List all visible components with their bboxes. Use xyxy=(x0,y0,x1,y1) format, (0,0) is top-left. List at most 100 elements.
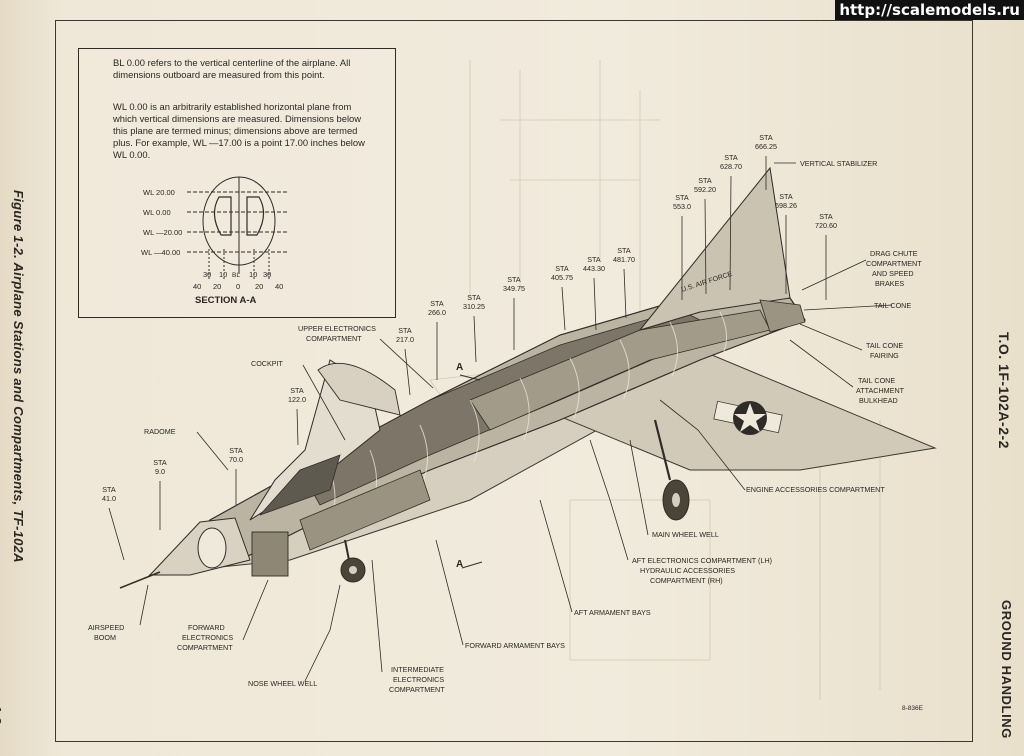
bl-tick-bottom-3: 0 xyxy=(236,282,240,291)
station-leader-line xyxy=(561,286,566,331)
intermediate-electronics-label-3: COMPARTMENT xyxy=(389,685,445,694)
station-value: 698.26 xyxy=(775,201,797,210)
station-leader-line xyxy=(473,315,477,363)
bl-tick-top-1: 30 xyxy=(203,270,211,279)
station-value: 666.25 xyxy=(755,142,777,151)
station-value: 217.0 xyxy=(396,335,414,344)
station-value: 70.0 xyxy=(229,455,243,464)
airspeed-boom-label-2: BOOM xyxy=(94,633,116,642)
main-wheel-well-label: MAIN WHEEL WELL xyxy=(652,530,719,539)
aft-electronics-label-1: AFT ELECTRONICS COMPARTMENT (LH) xyxy=(632,556,772,565)
leader-lines xyxy=(139,162,893,682)
section-marker-top: A xyxy=(456,362,463,373)
section-label: SECTION A-A xyxy=(195,295,257,306)
bl-note: BL 0.00 refers to the vertical centerlin… xyxy=(113,57,351,80)
intermediate-electronics-label-2: ELECTRONICS xyxy=(393,675,444,684)
wing-insignia xyxy=(713,400,783,435)
tail-cone-label: TAIL CONE xyxy=(874,301,911,310)
bl-tick-bottom-2: 20 xyxy=(213,282,221,291)
station-prefix: STA xyxy=(675,193,689,202)
drawing-code: 8-836E xyxy=(902,705,923,712)
tail-cone-fairing-label-1: TAIL CONE xyxy=(866,341,903,350)
station-prefix: STA xyxy=(724,153,738,162)
wl-label-0: WL 0.00 xyxy=(143,208,171,217)
forward-armament-label: FORWARD ARMAMENT BAYS xyxy=(465,641,565,650)
forward-electronics-box xyxy=(251,531,289,577)
background-blueprint xyxy=(429,60,881,700)
section-a-markers: A A xyxy=(456,362,483,570)
section-diagram: WL 20.00 WL 0.00 WL —20.00 WL —40.00 30 … xyxy=(141,176,289,306)
station-prefix: STA xyxy=(617,246,631,255)
drag-chute-label-1: DRAG CHUTE xyxy=(870,249,918,258)
drag-chute-label-4: BRAKES xyxy=(875,279,904,288)
tail-cone-bulkhead-label-2: ATTACHMENT xyxy=(856,386,905,395)
tail-cone-bulkhead-label-3: BULKHEAD xyxy=(859,396,898,405)
bl-tick-top-3: 10 xyxy=(249,270,257,279)
section-marker-bottom: A xyxy=(456,559,463,570)
cockpit-label: COCKPIT xyxy=(251,359,284,368)
station-leader-line xyxy=(404,348,411,396)
wl-label-20: WL 20.00 xyxy=(143,188,175,197)
airspeed-boom xyxy=(119,571,161,589)
tail-cone-bulkhead-label-1: TAIL CONE xyxy=(858,376,895,385)
station-prefix: STA xyxy=(587,255,601,264)
intermediate-electronics-label-1: INTERMEDIATE xyxy=(391,665,444,674)
station-leader-line xyxy=(623,268,627,319)
station-prefix: STA xyxy=(819,212,833,221)
station-prefix: STA xyxy=(398,326,412,335)
vertical-stabilizer xyxy=(638,166,791,331)
tail-cone-fairing-label-2: FAIRING xyxy=(870,351,899,360)
nose-gear xyxy=(340,539,366,583)
aft-electronics-label-2: HYDRAULIC ACCESSORIES xyxy=(640,566,735,575)
station-prefix: STA xyxy=(290,386,304,395)
cockpit-interior xyxy=(259,454,341,516)
drag-chute-label-3: AND SPEED xyxy=(872,269,914,278)
armament-bays xyxy=(299,469,431,551)
bl-tick-bottom-1: 40 xyxy=(193,282,201,291)
station-value: 720.60 xyxy=(815,221,837,230)
wl-note: WL 0.00 is an arbitrarily established ho… xyxy=(113,101,365,160)
station-prefix: STA xyxy=(759,133,773,142)
station-leader-line xyxy=(704,198,707,295)
main-gear xyxy=(653,419,690,521)
drag-chute-label-2: COMPARTMENT xyxy=(866,259,922,268)
bl-tick-top-4: 30 xyxy=(263,270,271,279)
wl-label-minus20: WL —20.00 xyxy=(143,228,182,237)
watermark[interactable]: http://scalemodels.ru xyxy=(835,0,1024,20)
aft-electronics-label-3: COMPARTMENT (RH) xyxy=(650,576,723,585)
bl-center-label: BL xyxy=(232,272,240,279)
station-prefix: STA xyxy=(430,299,444,308)
wl-label-minus40: WL —40.00 xyxy=(141,248,180,257)
station-prefix: STA xyxy=(467,293,481,302)
station-value: 553.0 xyxy=(673,202,691,211)
station-value: 481.70 xyxy=(613,255,635,264)
station-value: 443.30 xyxy=(583,264,605,273)
station-leader-line xyxy=(296,408,299,446)
station-leader-line xyxy=(593,277,597,331)
canopy-open xyxy=(317,362,401,416)
station-value: 628.70 xyxy=(720,162,742,171)
station-prefix: STA xyxy=(698,176,712,185)
station-value: 122.0 xyxy=(288,395,306,404)
vertical-stabilizer-label: VERTICAL STABILIZER xyxy=(800,159,877,168)
seat-right xyxy=(246,196,265,236)
station-prefix: STA xyxy=(229,446,243,455)
station-prefix: STA xyxy=(507,275,521,284)
upper-electronics-label-2: COMPARTMENT xyxy=(306,334,362,343)
airspeed-boom-label-1: AIRSPEED xyxy=(88,623,124,632)
station-value: 592.20 xyxy=(694,185,716,194)
station-prefix: STA xyxy=(555,264,569,273)
forward-electronics-label-2: ELECTRONICS xyxy=(182,633,233,642)
seat-left xyxy=(213,196,232,236)
station-value: 9.0 xyxy=(155,467,165,476)
engine-accessories-label: ENGINE ACCESSORIES COMPARTMENT xyxy=(746,485,885,494)
station-value: 266.0 xyxy=(428,308,446,317)
station-leader-line xyxy=(108,507,125,561)
callout-labels: RADOME COCKPIT UPPER ELECTRONICS COMPART… xyxy=(88,159,922,694)
bl-tick-top-2: 10 xyxy=(219,270,227,279)
aft-armament-label: AFT ARMAMENT BAYS xyxy=(574,608,651,617)
station-value: 41.0 xyxy=(102,494,116,503)
station-prefix: STA xyxy=(153,458,167,467)
forward-electronics-label-1: FORWARD xyxy=(188,623,225,632)
